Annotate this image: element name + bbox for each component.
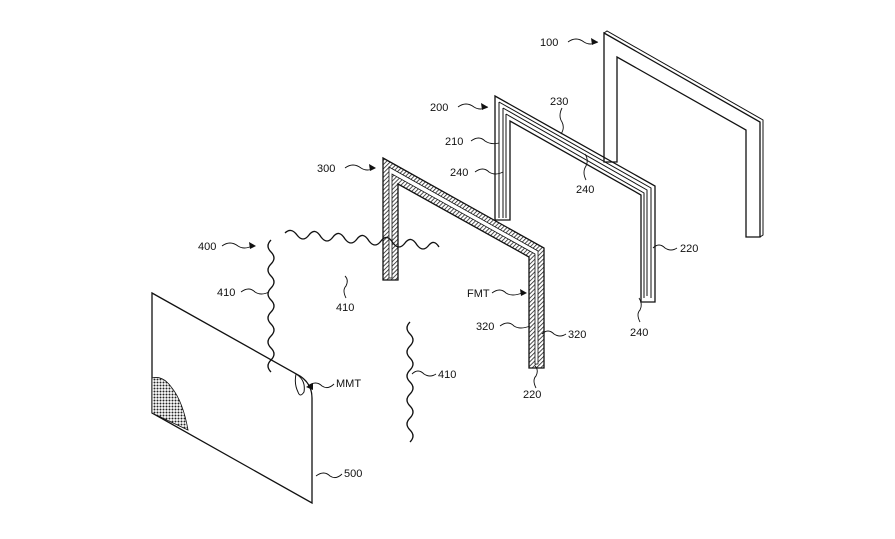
leader-lines (222, 38, 677, 478)
label-300: 300 (317, 163, 335, 175)
label-410-right: 410 (438, 369, 456, 381)
wave-strip-left (268, 240, 274, 372)
callout-labels: 100 200 230 210 240 240 220 240 300 FMT … (198, 37, 698, 480)
wave-strip-middle (285, 230, 439, 249)
frame-200 (495, 96, 655, 302)
frame-300 (383, 158, 544, 368)
label-400: 400 (198, 241, 216, 253)
label-100: 100 (540, 37, 558, 49)
label-220-bottom: 220 (523, 389, 541, 401)
panel-500 (152, 293, 312, 503)
wave-strip-right (407, 322, 413, 442)
label-240-middle: 240 (576, 184, 594, 196)
label-220-right: 220 (680, 243, 698, 255)
label-230: 230 (550, 96, 568, 108)
label-210: 210 (445, 136, 463, 148)
label-320-left: 320 (476, 321, 494, 333)
label-fmt: FMT (467, 288, 490, 300)
label-mmt: MMT (336, 378, 361, 390)
label-410-middle: 410 (336, 302, 354, 314)
label-410-left: 410 (217, 287, 235, 299)
label-500: 500 (344, 468, 362, 480)
label-240-bottom: 240 (630, 327, 648, 339)
label-320-right: 320 (568, 329, 586, 341)
label-200: 200 (430, 102, 448, 114)
label-240-left: 240 (450, 167, 468, 179)
frame-100 (604, 31, 763, 237)
